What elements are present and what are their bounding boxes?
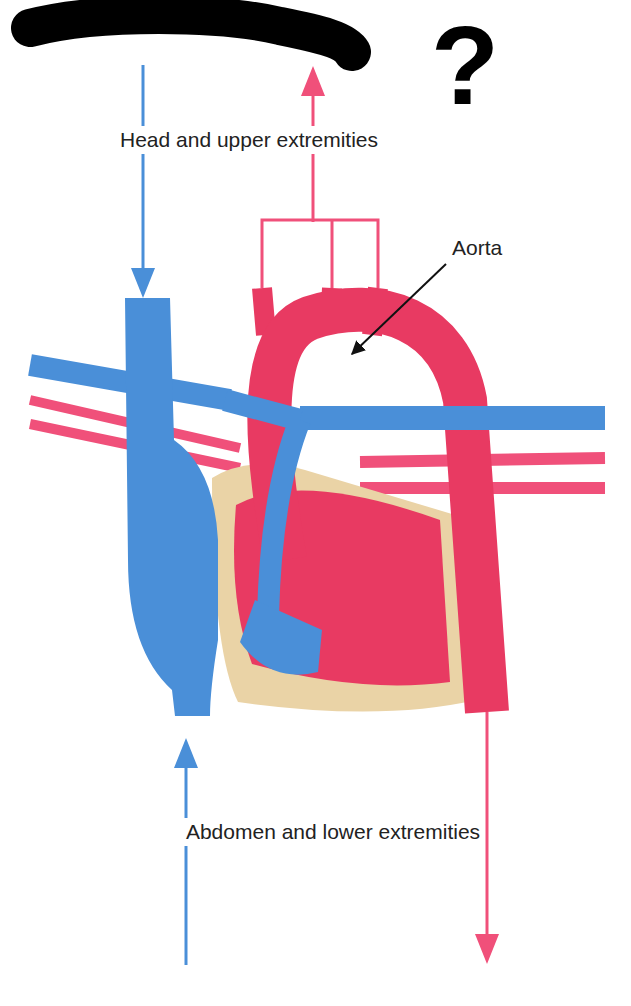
region-label: Abdomen and lower extremities [182,818,484,846]
pulmonary-trunk [225,400,300,615]
question-mark: ? [431,2,499,131]
vena-cava [125,298,218,716]
pulmonary-artery [300,406,605,430]
redaction-mark [30,15,352,52]
branch-bracket [262,220,378,288]
arterial-arrow [312,90,315,222]
arrowhead [131,268,155,298]
part-label: Aorta [452,236,502,260]
arrowhead [174,738,198,768]
arrowhead [301,66,325,96]
right-ventricle [240,600,322,675]
arrowhead [475,934,499,964]
venous-arrow [185,765,188,965]
venous-arrow [142,65,145,275]
arterial-arrow [486,712,489,940]
region-label: Head and upper extremities [116,126,382,154]
pericardium [212,464,476,711]
leader-line [352,264,446,354]
